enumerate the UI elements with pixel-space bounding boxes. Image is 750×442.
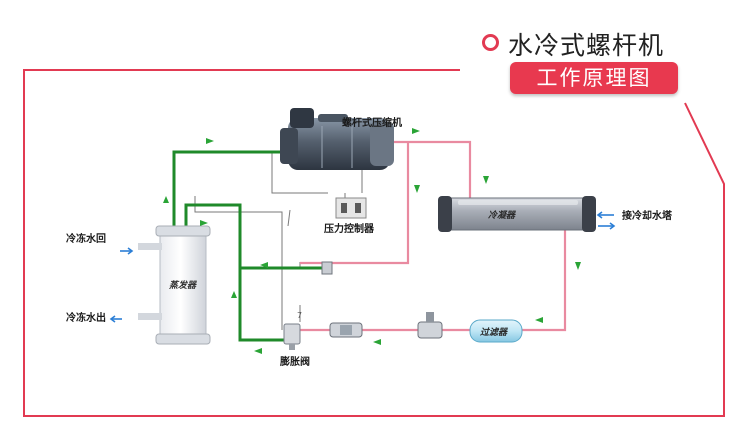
- title-block: 水冷式螺杆机 工作原理图: [482, 26, 722, 106]
- chilled-water-return-label: 冷冻水回: [66, 232, 106, 245]
- arrow-left-icon: [535, 317, 543, 323]
- page-title: 水冷式螺杆机: [508, 31, 665, 60]
- arrow-up-icon: [163, 196, 169, 203]
- arrow-down-icon: [483, 176, 489, 184]
- arrow-up-icon: [231, 291, 237, 298]
- evaporator: [138, 225, 211, 345]
- flow-arrows-green: [163, 128, 581, 354]
- arrow-left-icon: [373, 339, 381, 345]
- ball-valve: [417, 312, 443, 339]
- evaporator-label: 蒸发器: [169, 280, 197, 291]
- filter-drier: [469, 319, 523, 343]
- circle-bullet-icon: [482, 34, 499, 51]
- arrow-down-icon: [575, 262, 581, 270]
- arrow-left-icon: [254, 348, 262, 354]
- cooling-tower-label: 接冷却水塔: [622, 209, 673, 222]
- sight-glass: [329, 322, 363, 338]
- chilled-water-out-label: 冷冻水出: [66, 311, 106, 324]
- expansion-valve: [283, 323, 301, 350]
- arrow-down-icon: [414, 185, 420, 193]
- green-refrigerant-lines: [172, 150, 324, 342]
- pressure-controller-label: 压力控制器: [324, 222, 375, 235]
- page-subtitle: 工作原理图: [536, 66, 652, 90]
- arrow-right-icon: [206, 138, 214, 144]
- pressure-controller: [335, 197, 367, 219]
- compressor-label: 螺杆式压缩机: [342, 116, 402, 129]
- condenser: [438, 196, 596, 232]
- condenser-label: 冷凝器: [488, 210, 516, 221]
- screw-compressor: [280, 108, 394, 170]
- water-arrows-blue: [109, 211, 616, 323]
- filter-label: 过滤器: [480, 327, 508, 338]
- control-lines: [194, 151, 363, 330]
- arrow-left-icon: [260, 262, 268, 268]
- outer-frame: [23, 69, 725, 417]
- small-mark-label: 7: [297, 311, 302, 320]
- pink-refrigerant-lines: [300, 140, 567, 332]
- subtitle-badge: 工作原理图: [510, 62, 678, 94]
- arrow-right-icon: [200, 220, 208, 226]
- expansion-valve-label: 膨胀阀: [280, 355, 310, 368]
- arrow-right-icon: [412, 128, 420, 134]
- solenoid-valve: [321, 261, 333, 275]
